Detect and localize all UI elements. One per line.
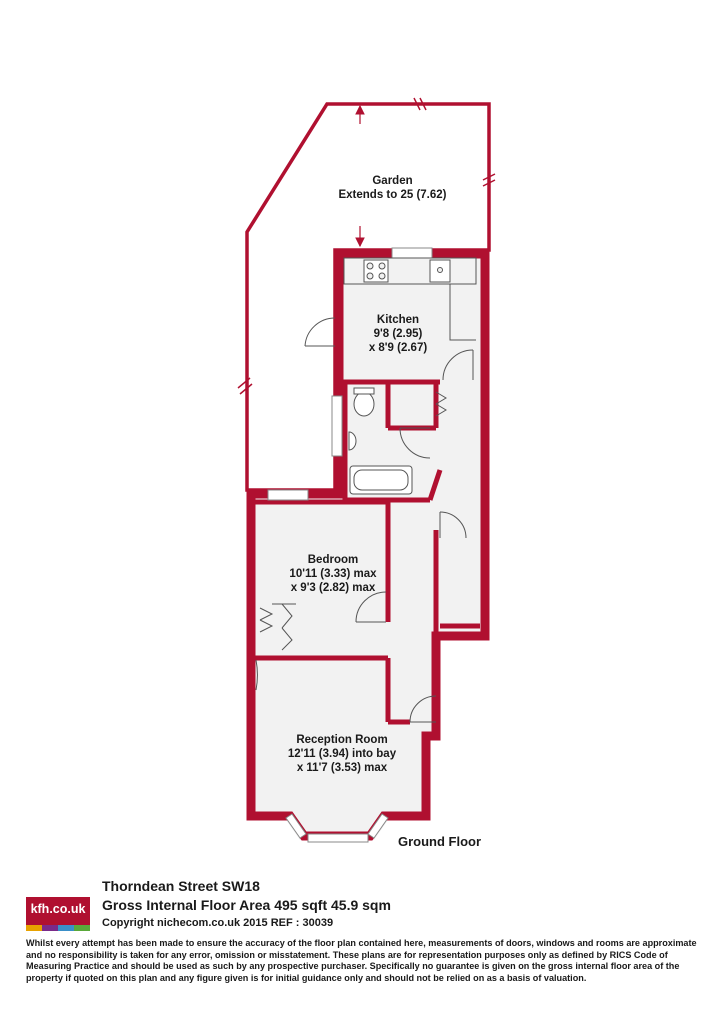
boundary-ticks: [237, 97, 496, 395]
title-block: Thorndean Street SW18 Gross Internal Flo…: [102, 878, 391, 929]
garden-arrow-bottom: [355, 226, 365, 248]
logo: kfh.co.uk: [26, 897, 90, 933]
garden-label: Garden Extends to 25 (7.62): [320, 174, 465, 202]
logo-bar-3: [58, 925, 74, 931]
copyright: Copyright nichecom.co.uk 2015 REF : 3003…: [102, 917, 334, 929]
floor-label: Ground Floor: [398, 834, 482, 849]
bedroom-size-2: x 9'3 (2.82) max: [290, 582, 376, 594]
kitchen-size-2: x 8'9 (2.67): [368, 342, 428, 354]
reception-label: Reception Room 12'11 (3.94) into bay x 1…: [262, 733, 422, 775]
bathroom-fixtures: [348, 387, 413, 495]
disclaimer: Whilst every attempt has been made to en…: [26, 938, 697, 983]
address: Thorndean Street SW18: [102, 878, 260, 894]
interior-floor: [247, 250, 489, 840]
logo-text: kfh.co.uk: [30, 902, 86, 916]
logo-bar-2: [42, 925, 58, 931]
cupboards: [259, 391, 447, 651]
bedroom-size-1: 10'11 (3.33) max: [289, 568, 377, 580]
garden-size: Extends to 25 (7.62): [338, 189, 447, 201]
kitchen-size-1: 9'8 (2.95): [373, 328, 423, 340]
kitchen-name: Kitchen: [376, 314, 420, 326]
doors: [255, 317, 474, 723]
kitchen-fixtures: [343, 257, 477, 341]
windows: [267, 247, 433, 843]
floor-area: Gross Internal Floor Area 495 sqft 45.9 …: [102, 897, 391, 913]
kitchen-label: Kitchen 9'8 (2.95) x 8'9 (2.67): [348, 313, 448, 355]
reception-size-2: x 11'7 (3.53) max: [296, 762, 388, 774]
garden-name: Garden: [372, 175, 413, 187]
logo-bar-4: [74, 925, 90, 931]
logo-box: [26, 897, 90, 925]
bedroom-name: Bedroom: [307, 554, 359, 566]
interior-walls: [251, 379, 480, 725]
logo-bar-1: [26, 925, 42, 931]
floor-plan: [237, 97, 496, 843]
reception-name: Reception Room: [296, 734, 388, 746]
reception-size-1: 12'11 (3.94) into bay: [287, 748, 397, 760]
bedroom-label: Bedroom 10'11 (3.33) max x 9'3 (2.82) ma…: [268, 553, 398, 595]
garden-arrow-top: [355, 104, 365, 124]
